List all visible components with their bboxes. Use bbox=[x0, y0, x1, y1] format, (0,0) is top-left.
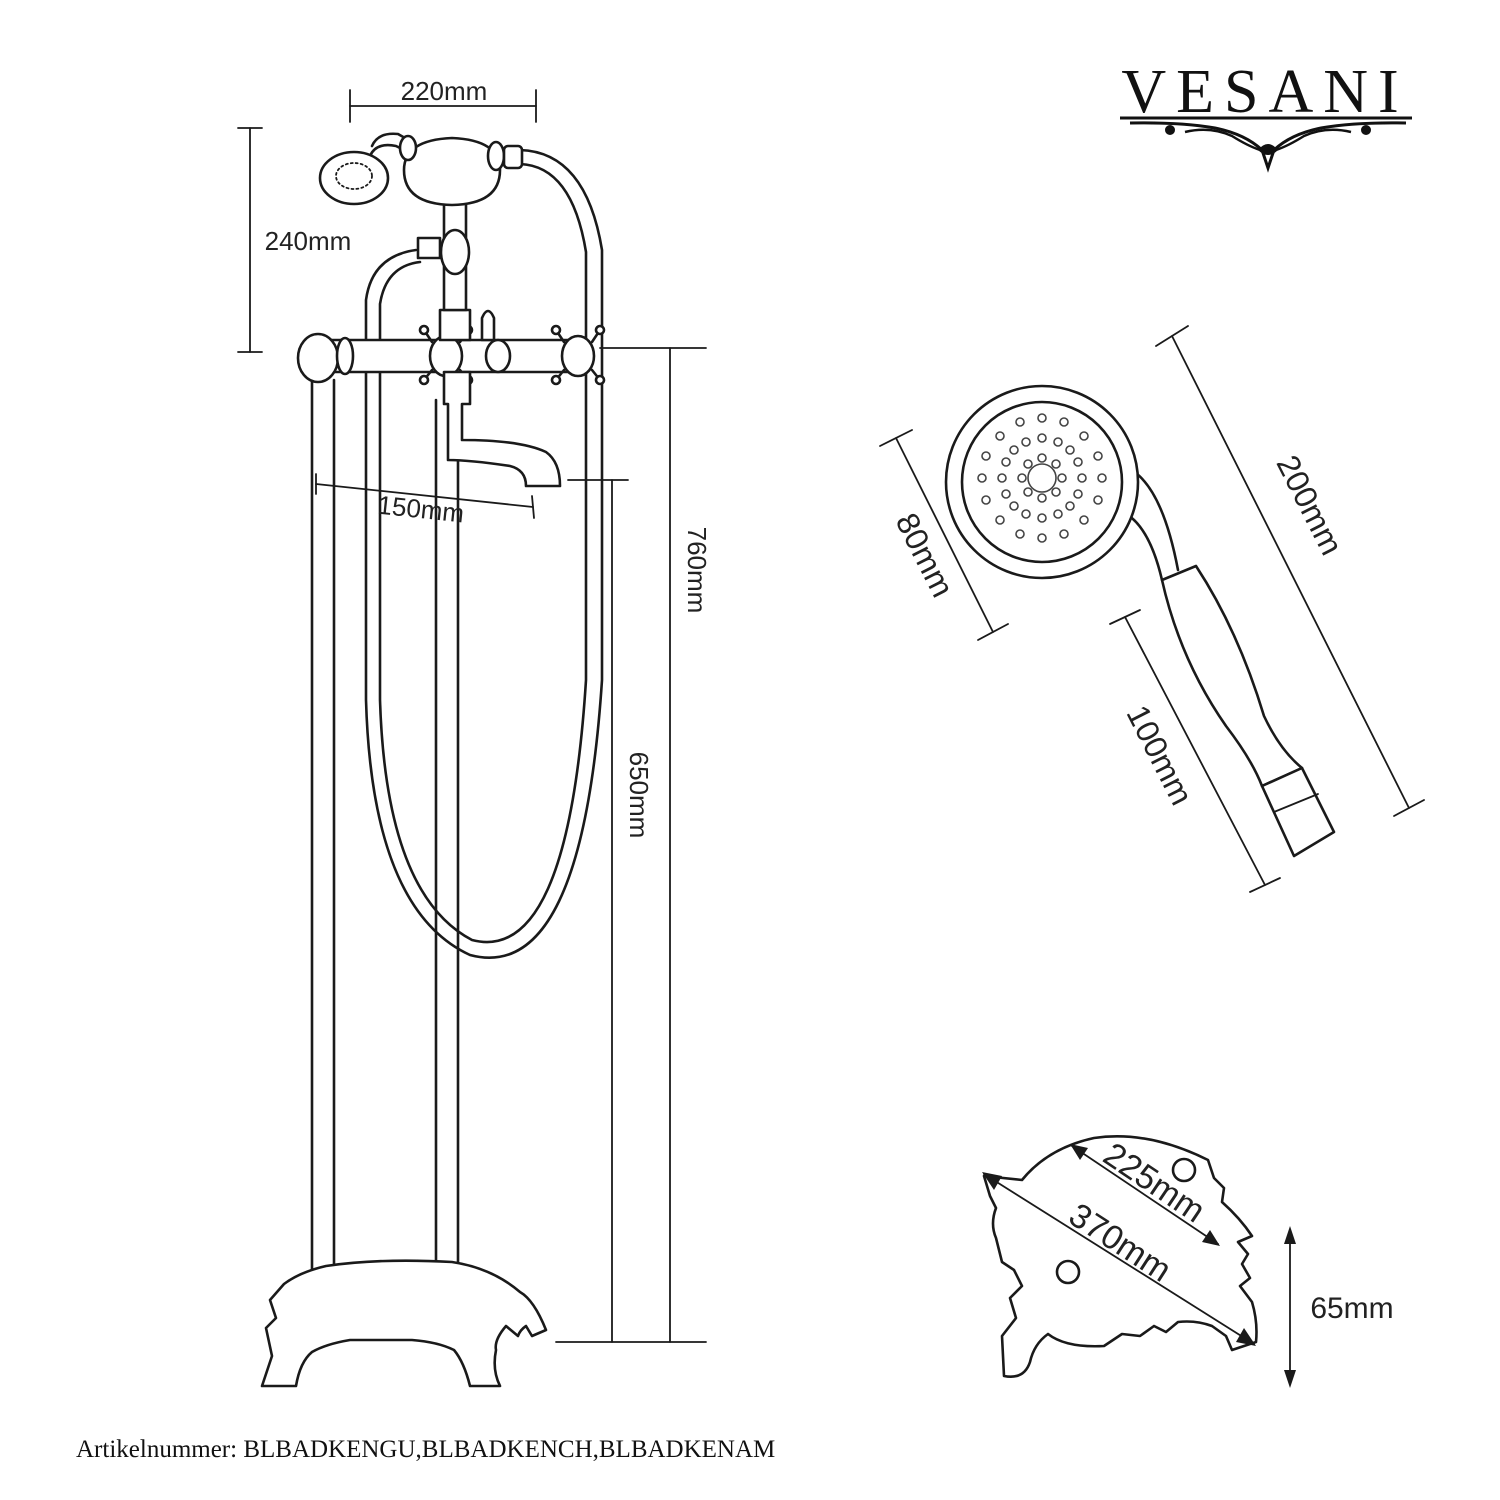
shower-head-outer bbox=[944, 384, 1140, 580]
shower-nozzle-holes bbox=[977, 413, 1107, 543]
brand-logo: VESANI bbox=[1120, 58, 1412, 173]
base-plate-top-view bbox=[982, 1135, 1258, 1378]
handshower-dimensions: 80mm 200mm 100mm bbox=[879, 325, 1425, 893]
dim-spout-height: 650mm bbox=[624, 752, 654, 839]
faucet-front-view bbox=[260, 132, 606, 1388]
handshower-detail bbox=[944, 384, 1336, 858]
logo-ornament-icon bbox=[1120, 116, 1412, 173]
base-plate-outline bbox=[982, 1135, 1258, 1378]
shower-hose-inner bbox=[378, 162, 588, 944]
handshower-on-cradle bbox=[318, 132, 524, 207]
diverter-stem bbox=[416, 198, 496, 342]
base-mount-hole-top bbox=[1171, 1157, 1197, 1183]
dim-base-height: 65mm bbox=[1310, 1292, 1393, 1325]
handshower-handle bbox=[1160, 564, 1304, 788]
dim-handle-length: 100mm bbox=[1120, 699, 1201, 810]
faucet-base bbox=[260, 1259, 548, 1388]
shower-head-inner bbox=[960, 400, 1124, 564]
dim-handset-height: 240mm bbox=[265, 226, 352, 256]
dim-shower-length: 200mm bbox=[1270, 449, 1351, 560]
middle-joint bbox=[484, 338, 512, 374]
right-cross-handle bbox=[550, 324, 606, 386]
brand-name: VESANI bbox=[1121, 58, 1408, 126]
article-number-footer: Artikelnummer: BLBADKENGU,BLBADKENCH,BLB… bbox=[76, 1436, 776, 1463]
handshower-grip-end bbox=[1260, 766, 1336, 858]
shower-hose bbox=[364, 148, 604, 959]
base-mount-hole-bottom bbox=[1055, 1259, 1081, 1285]
dim-spout-reach: 150mm bbox=[376, 490, 465, 529]
bath-spout bbox=[442, 370, 562, 488]
dim-top-width: 220mm bbox=[401, 76, 488, 106]
dim-total-height: 760mm bbox=[682, 527, 712, 614]
dim-head-diameter: 80mm bbox=[889, 507, 961, 603]
front-view-dimensions: 220mm 240mm 150mm 760mm 650mm bbox=[237, 76, 712, 1343]
